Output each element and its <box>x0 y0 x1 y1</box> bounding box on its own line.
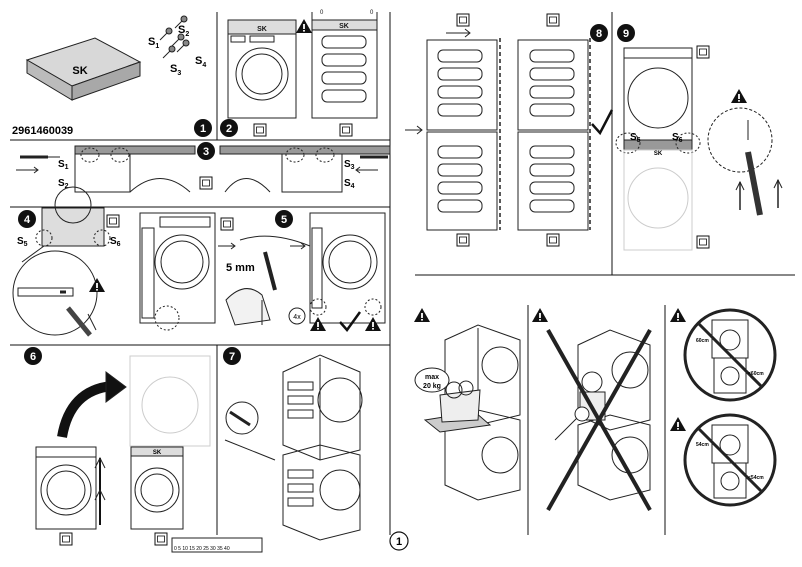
warning-triangle-icon <box>532 308 548 322</box>
svg-text:4: 4 <box>24 214 31 226</box>
step-badge-8: 8 <box>590 24 608 42</box>
count-badge: 4x <box>288 307 306 325</box>
kit-label: SK <box>72 65 87 77</box>
step6-illustration <box>35 355 211 546</box>
warning-triangle-icon <box>296 19 312 33</box>
check-mark-icon <box>591 109 614 136</box>
step-badge-6: 6 <box>24 347 42 365</box>
step-badge-7: 7 <box>223 347 241 365</box>
step-badge-4: 4 <box>18 210 36 228</box>
screw-label-s4: S4 <box>195 55 206 69</box>
svg-text:8: 8 <box>596 28 602 40</box>
step4-illustration <box>12 186 120 337</box>
dryer-side: SK 0 0 <box>311 10 378 137</box>
width-54-label: 54cm <box>696 442 709 448</box>
prohibited-cross-icon <box>546 329 652 511</box>
step-badge-3: 3 <box>197 142 215 160</box>
warning-triangle-icon <box>731 89 747 103</box>
width-54-lt-label: <54cm <box>748 475 764 481</box>
svg-text:SK: SK <box>339 23 349 30</box>
strip-label-s4: S4 <box>344 178 355 190</box>
warning-triangle-icon <box>365 317 381 331</box>
gap-measure: 5 mm <box>226 262 255 274</box>
step6-kit-label: SK <box>153 450 162 456</box>
check-mark-icon <box>339 311 362 333</box>
svg-text:2: 2 <box>226 123 232 135</box>
part-number: 2961460039 <box>12 125 73 137</box>
step4-label-s5: S5 <box>17 236 28 248</box>
screws-illustration <box>159 15 190 59</box>
step9-label-s6: S6 <box>672 132 683 144</box>
washer-front: SK <box>227 19 297 137</box>
svg-text:6: 6 <box>30 351 36 363</box>
svg-text:0 5 10 15 20 25 30 35 40: 0 5 10 15 20 25 30 35 40 <box>174 546 230 552</box>
step3-strip <box>16 145 391 193</box>
svg-text:0: 0 <box>320 10 324 16</box>
step9-label-s5: S5 <box>630 132 641 144</box>
page-number: 1 <box>389 531 409 551</box>
width-60-label: 60cm <box>696 338 709 344</box>
divider-lines <box>10 12 795 535</box>
step9-illustration <box>615 45 783 251</box>
ruler: 0 5 10 15 20 25 30 35 40 <box>171 537 263 553</box>
warning-triangle-icon <box>670 308 686 322</box>
svg-text:1: 1 <box>200 123 206 135</box>
step9-kit-label: SK <box>654 151 663 157</box>
step7-illustration <box>224 354 363 541</box>
max-load-illustration <box>414 324 521 501</box>
step-badge-9: 9 <box>617 24 635 42</box>
screw-label-s3: S3 <box>170 63 181 77</box>
width-54-prohibited <box>683 413 777 507</box>
width-60-lt-label: <60cm <box>748 371 764 377</box>
step5-illustration <box>139 212 386 331</box>
strip-label-s2: S2 <box>58 178 69 190</box>
width-60-prohibited <box>683 308 777 402</box>
svg-text:9: 9 <box>623 28 629 40</box>
screw-label-s2: S2 <box>178 24 189 38</box>
sk-kit-panel: SK S1 S2 S3 S4 2961460039 <box>12 15 206 137</box>
max-load-line1: max <box>425 374 439 381</box>
svg-text:SK: SK <box>257 26 267 33</box>
warning-triangle-icon <box>89 278 105 292</box>
step-badge-5: 5 <box>275 210 293 228</box>
warning-triangle-icon <box>414 308 430 322</box>
svg-text:1: 1 <box>396 536 402 548</box>
svg-text:4x: 4x <box>293 314 301 321</box>
screw-label-s1: S1 <box>148 36 159 50</box>
max-load-line2: 20 kg <box>423 383 441 390</box>
svg-text:5: 5 <box>281 214 287 226</box>
svg-text:0: 0 <box>370 10 374 16</box>
strip-label-s1: S1 <box>58 159 69 171</box>
step8-illustration <box>405 13 591 247</box>
svg-text:7: 7 <box>229 351 235 363</box>
svg-text:3: 3 <box>203 146 209 158</box>
step-badge-2: 2 <box>220 119 238 137</box>
warning-triangle-icon <box>310 317 326 331</box>
step-badge-1: 1 <box>194 119 212 137</box>
step4-label-s6: S6 <box>110 236 121 248</box>
strip-label-s3: S3 <box>344 159 355 171</box>
warning-triangle-icon <box>670 417 686 431</box>
